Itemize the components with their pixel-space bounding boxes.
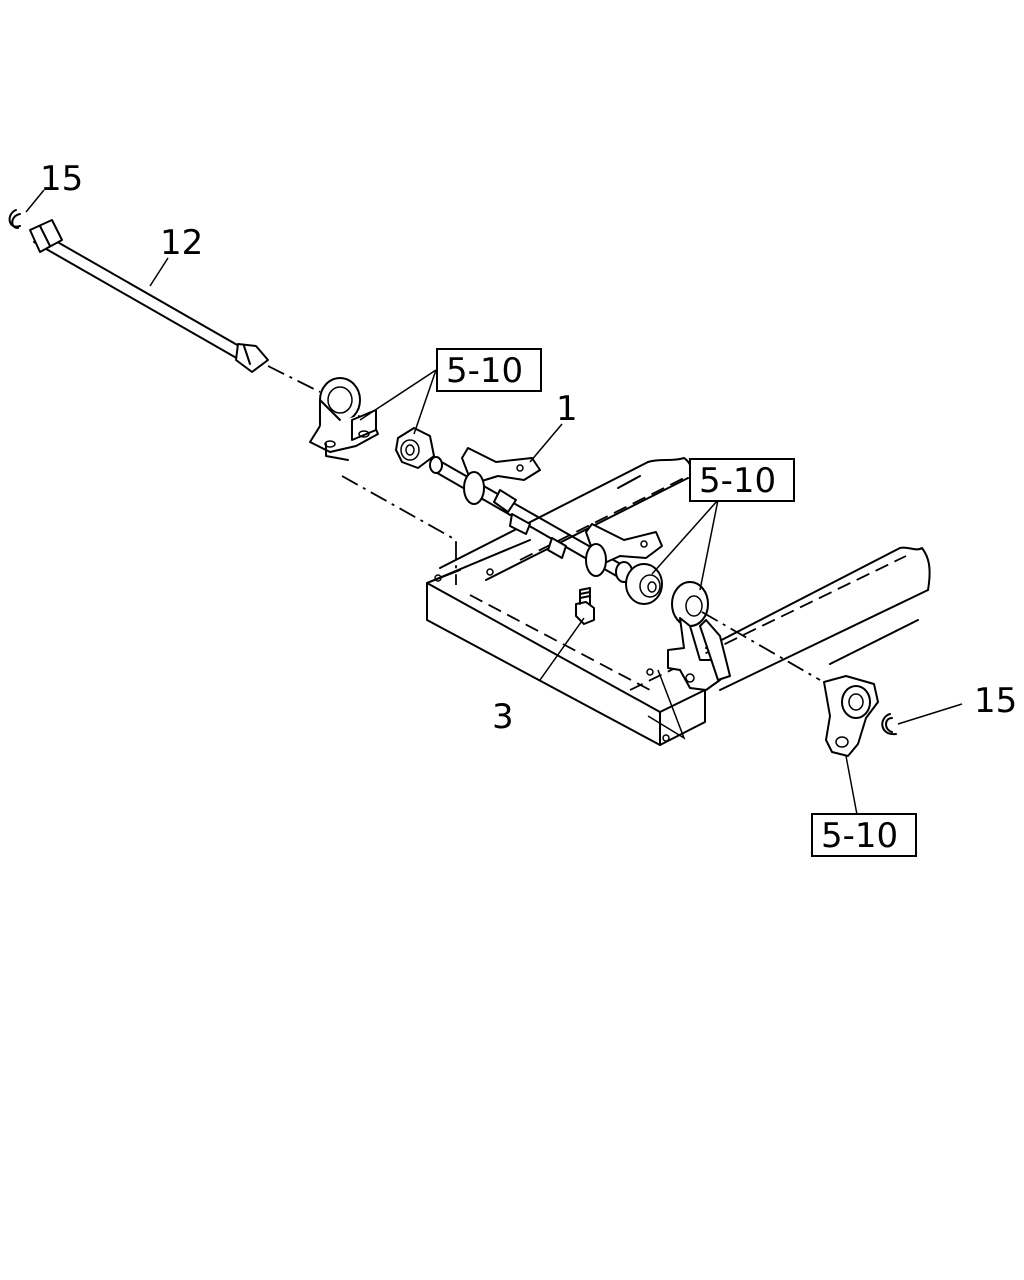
callout-box-5-10-a <box>436 348 542 392</box>
shaft-assembly-part-1 <box>429 447 663 583</box>
retaining-clip-top <box>8 209 21 229</box>
assembly-line-bracket <box>341 475 457 585</box>
callout-5-10-a: 5-10 <box>446 351 523 391</box>
callout-12: 12 <box>160 223 203 263</box>
callout-5-10-b: 5-10 <box>699 461 776 501</box>
retaining-clip-right <box>881 713 897 736</box>
bushing-left <box>395 427 435 469</box>
callout-15-top: 15 <box>40 159 83 199</box>
callout-box-5-10-c <box>811 813 917 857</box>
assembly-line-arm <box>701 611 821 681</box>
callout-1: 1 <box>556 389 578 429</box>
bushing-right <box>625 563 663 605</box>
callout-3: 3 <box>492 697 514 737</box>
cross-member <box>426 539 706 746</box>
callout-15-right: 15 <box>974 681 1017 721</box>
bolt-part-3 <box>575 587 595 625</box>
assembly-line-rod <box>267 365 321 393</box>
lever-arm <box>823 675 879 757</box>
callout-box-5-10-b <box>689 458 795 502</box>
frame-rail-front <box>629 546 931 691</box>
bracket-bearing-right <box>667 581 731 691</box>
bracket-bearing-left <box>309 377 379 461</box>
control-rod-part-12 <box>29 219 269 373</box>
callout-5-10-c: 5-10 <box>821 816 898 856</box>
leader-lines <box>25 189 963 821</box>
